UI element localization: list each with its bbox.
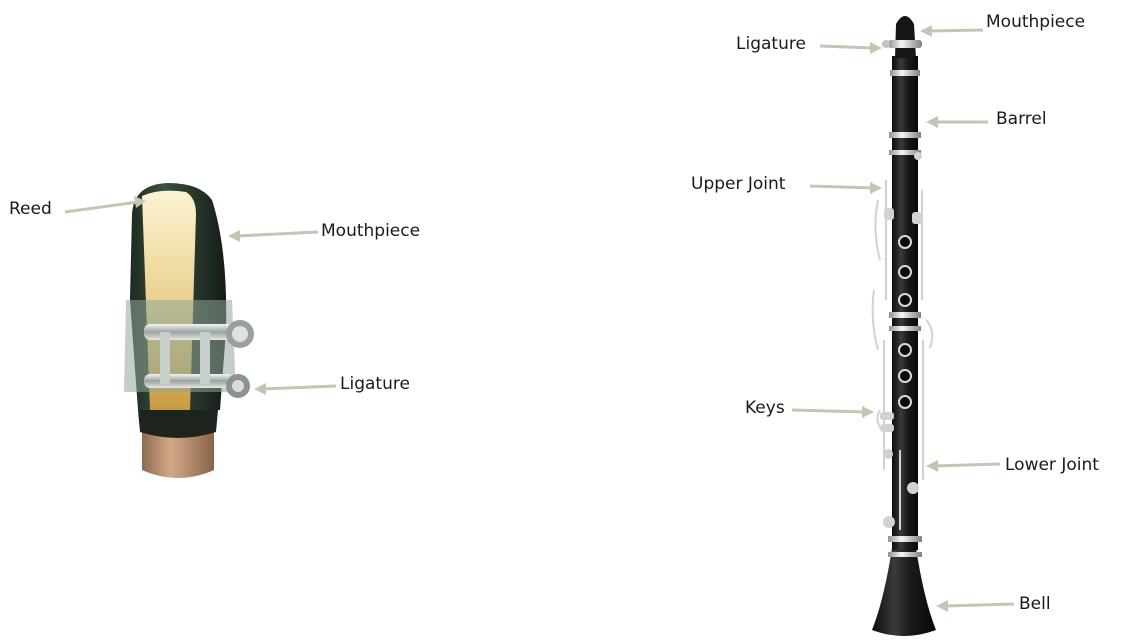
arrow-ligature-left [254,383,337,395]
arrow-reed [64,196,146,214]
arrow-keys [791,406,874,418]
label-lower-joint: Lower Joint [1005,455,1099,475]
clarinet-keywork [871,180,934,530]
clarinet-barrel-ring [889,132,921,138]
label-upper-joint: Upper Joint [691,174,786,194]
label-mouthpiece-clarinet: Mouthpiece [986,12,1085,32]
arrow-mouthpiece-left [228,230,319,242]
label-bell: Bell [1019,594,1051,614]
mouthpiece-detail-illustration: Reed Mouthpiece Ligature [9,183,420,478]
label-reed: Reed [9,199,52,219]
arrow-mouthpiece-right [920,25,984,37]
arrow-bell [936,600,1015,612]
arrow-ligature-right [819,42,882,54]
label-ligature-clarinet: Ligature [736,34,806,54]
clarinet-bell [872,548,936,636]
clarinet-illustration: Mouthpiece Ligature Barrel Upper Joint K… [691,12,1099,636]
label-keys: Keys [745,398,785,418]
label-ligature-detail: Ligature [340,374,410,394]
label-mouthpiece-detail: Mouthpiece [321,221,420,241]
ligature-band [124,300,254,398]
label-barrel: Barrel [996,109,1047,129]
mouthpiece-cork-tenon [142,428,214,478]
clarinet-tone-holes [880,152,922,528]
clarinet-ligature [888,40,922,48]
arrow-lower-joint [926,460,1001,472]
arrow-upper-joint [809,182,882,194]
clarinet-mouthpiece [895,16,916,58]
arrow-barrel [926,116,988,128]
